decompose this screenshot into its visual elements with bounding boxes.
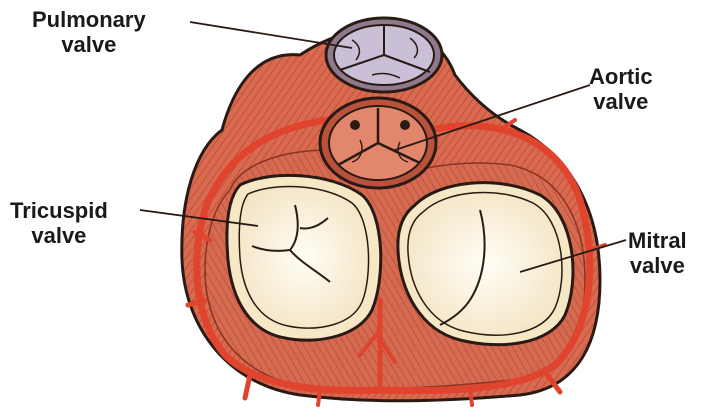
tricuspid-label-line1: Tricuspid [10,198,108,223]
tricuspid-valve-label: Tricuspid valve [10,198,108,248]
pulmonary-leader-line [190,22,352,48]
aortic-valve-label: Aortic valve [589,64,653,114]
aortic-label-line2: valve [589,89,653,114]
aortic-label-line1: Aortic [589,64,653,89]
mitral-valve-label: Mitral valve [628,228,687,278]
mitral-label-line1: Mitral [628,228,687,253]
pulmonary-label-line1: Pulmonary [32,7,146,32]
pulmonary-valve [326,18,442,92]
pulmonary-label-line2: valve [32,32,146,57]
pulmonary-valve-label: Pulmonary valve [32,7,146,57]
tricuspid-valve [227,175,381,340]
tricuspid-label-line2: valve [10,223,108,248]
mitral-label-line2: valve [628,253,687,278]
